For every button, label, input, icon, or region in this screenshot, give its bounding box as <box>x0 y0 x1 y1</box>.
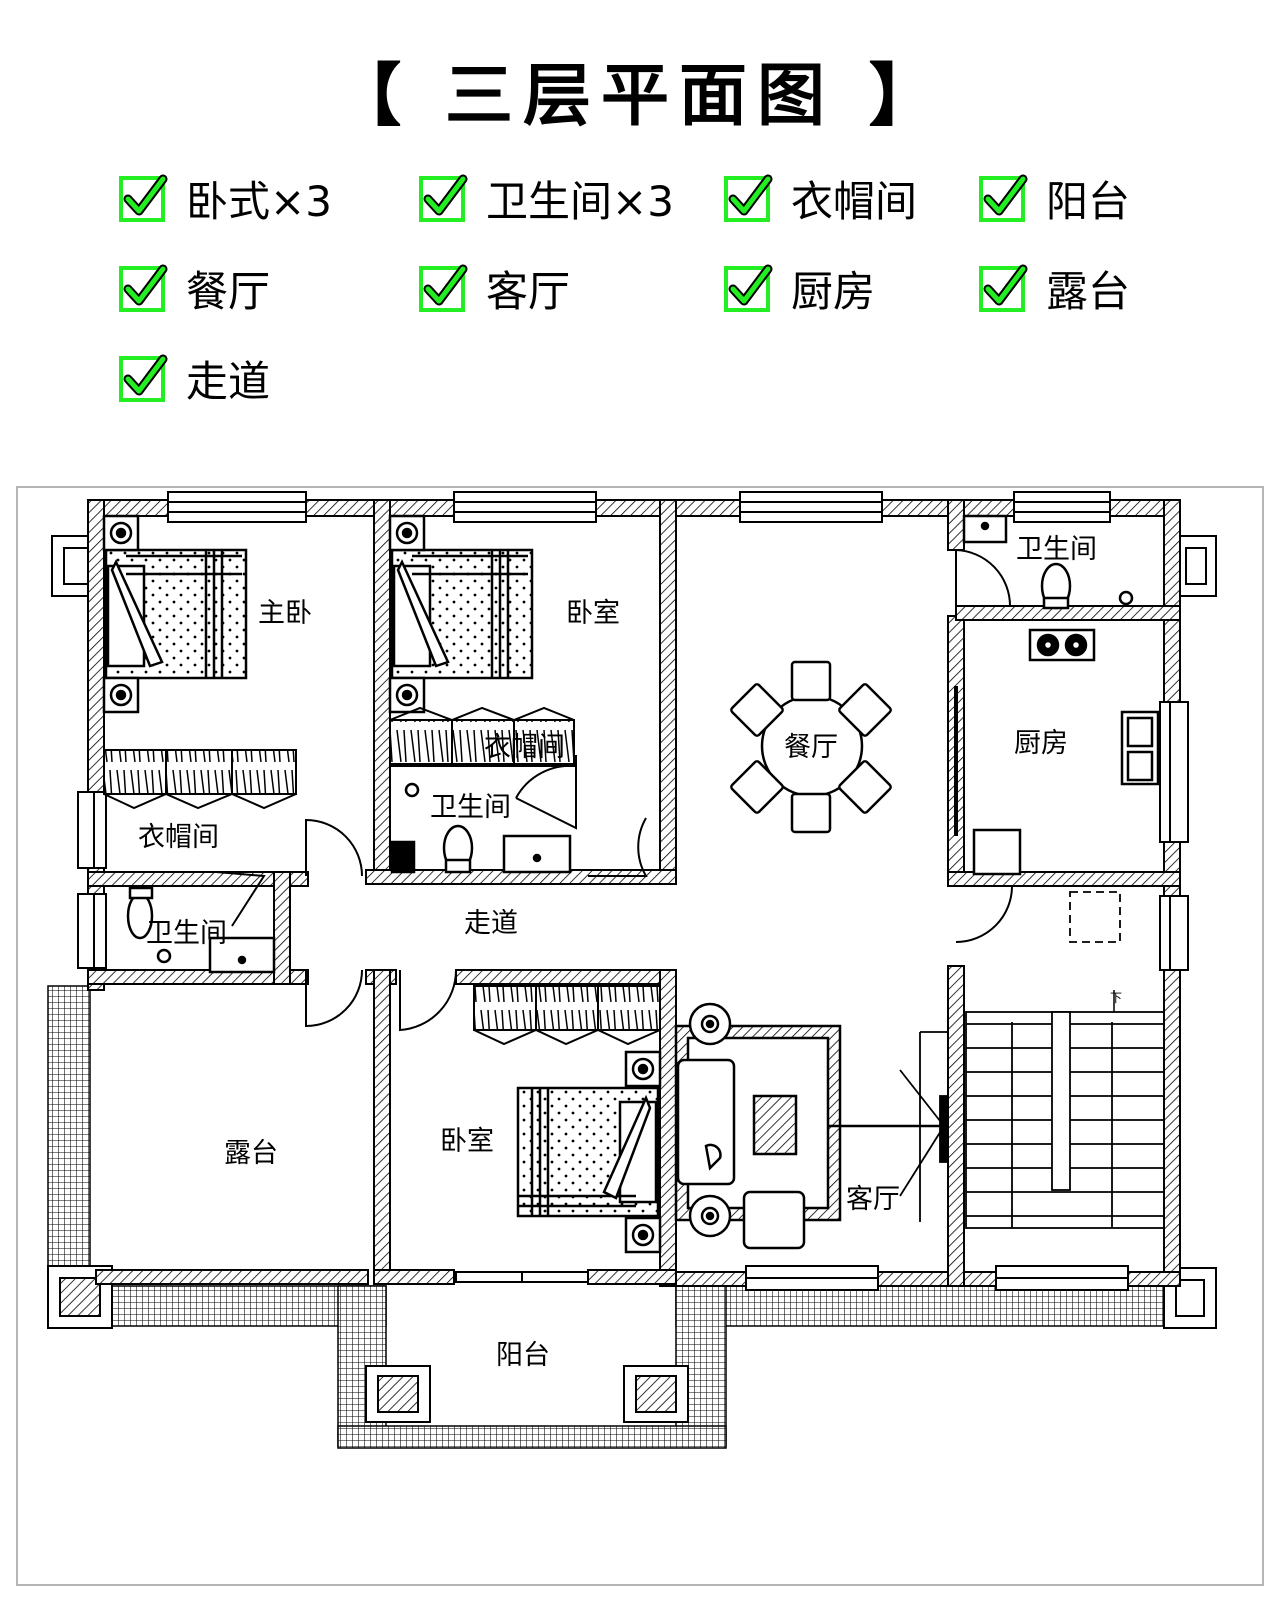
room-label-kitchen: 厨房 <box>1014 728 1068 759</box>
feature-label: 卫生间×3 <box>486 176 674 226</box>
feature-item: 走道 <box>118 348 270 408</box>
feature-item: 卧式×3 <box>118 168 332 228</box>
check-icon <box>119 174 168 222</box>
page-title: 【 三层平面图 】 <box>333 57 947 136</box>
check-icon <box>419 264 468 312</box>
feature-item: 客厅 <box>418 258 570 318</box>
room-label-balcony: 阳台 <box>496 1340 550 1371</box>
feature-label: 阳台 <box>1046 176 1131 226</box>
feature-label: 露台 <box>1046 266 1131 316</box>
room-label-cloakroom-mid: 衣帽间 <box>484 732 565 763</box>
room-label-bedroom-bottom: 卧室 <box>440 1126 494 1157</box>
check-icon <box>419 174 468 222</box>
paving <box>47 985 1197 1449</box>
feature-label: 走道 <box>186 356 271 406</box>
feature-label: 卧式×3 <box>186 176 332 226</box>
room-label-bathroom-mid: 卫生间 <box>430 792 511 823</box>
living-furniture <box>674 1002 944 1250</box>
feature-item: 卫生间×3 <box>418 168 674 228</box>
check-icon <box>724 174 773 222</box>
room-labels: 主卧 卧室 衣帽间 衣帽间 卫生间 卫生间 卫生间 餐厅 厨房 走道 露台 卧室… <box>138 534 1122 1371</box>
room-label-living: 客厅 <box>846 1184 900 1215</box>
check-icon <box>979 174 1028 222</box>
feature-label: 厨房 <box>791 266 876 316</box>
bedroom-top-bed <box>388 514 534 714</box>
master-bed <box>102 514 248 714</box>
feature-checklist: 卧式×3 卫生间×3 衣帽间 阳台 餐厅 客厅 厨房 露台 走道 <box>118 168 1198 428</box>
bath-fixtures <box>126 514 1134 974</box>
wardrobes <box>103 706 661 1046</box>
feature-item: 露台 <box>978 258 1130 318</box>
corner-piers <box>47 535 1217 1423</box>
doors <box>215 549 1014 1032</box>
feature-item: 厨房 <box>723 258 875 318</box>
bedroom-bottom-bed <box>516 1050 662 1254</box>
walls <box>87 499 1181 1287</box>
feature-item: 阳台 <box>978 168 1130 228</box>
room-label-bathroom-top-right: 卫生间 <box>1016 534 1097 565</box>
staircase <box>899 891 1165 1229</box>
feature-label: 餐厅 <box>186 266 271 316</box>
room-label-master-bedroom: 主卧 <box>258 598 312 629</box>
room-label-dining: 餐厅 <box>784 732 838 763</box>
feature-item: 餐厅 <box>118 258 270 318</box>
check-icon <box>119 264 168 312</box>
feature-item: 衣帽间 <box>723 168 917 228</box>
feature-label: 衣帽间 <box>791 176 918 226</box>
feature-label: 客厅 <box>486 266 571 316</box>
windows <box>77 491 1189 1291</box>
room-label-terrace: 露台 <box>224 1138 278 1169</box>
check-icon <box>119 354 168 402</box>
room-label-corridor: 走道 <box>464 908 518 939</box>
room-label-cloakroom-left: 衣帽间 <box>138 822 219 853</box>
kitchen-fixtures <box>954 628 1160 876</box>
floor-plan: 主卧 卧室 衣帽间 衣帽间 卫生间 卫生间 卫生间 餐厅 厨房 走道 露台 卧室… <box>47 491 1217 1449</box>
room-label-bathroom-left: 卫生间 <box>146 918 227 949</box>
check-icon <box>724 264 773 312</box>
room-label-bedroom-top: 卧室 <box>566 598 620 629</box>
check-icon <box>979 264 1028 312</box>
stair-mark: 下 <box>1110 991 1122 1005</box>
dining-set <box>730 660 892 834</box>
